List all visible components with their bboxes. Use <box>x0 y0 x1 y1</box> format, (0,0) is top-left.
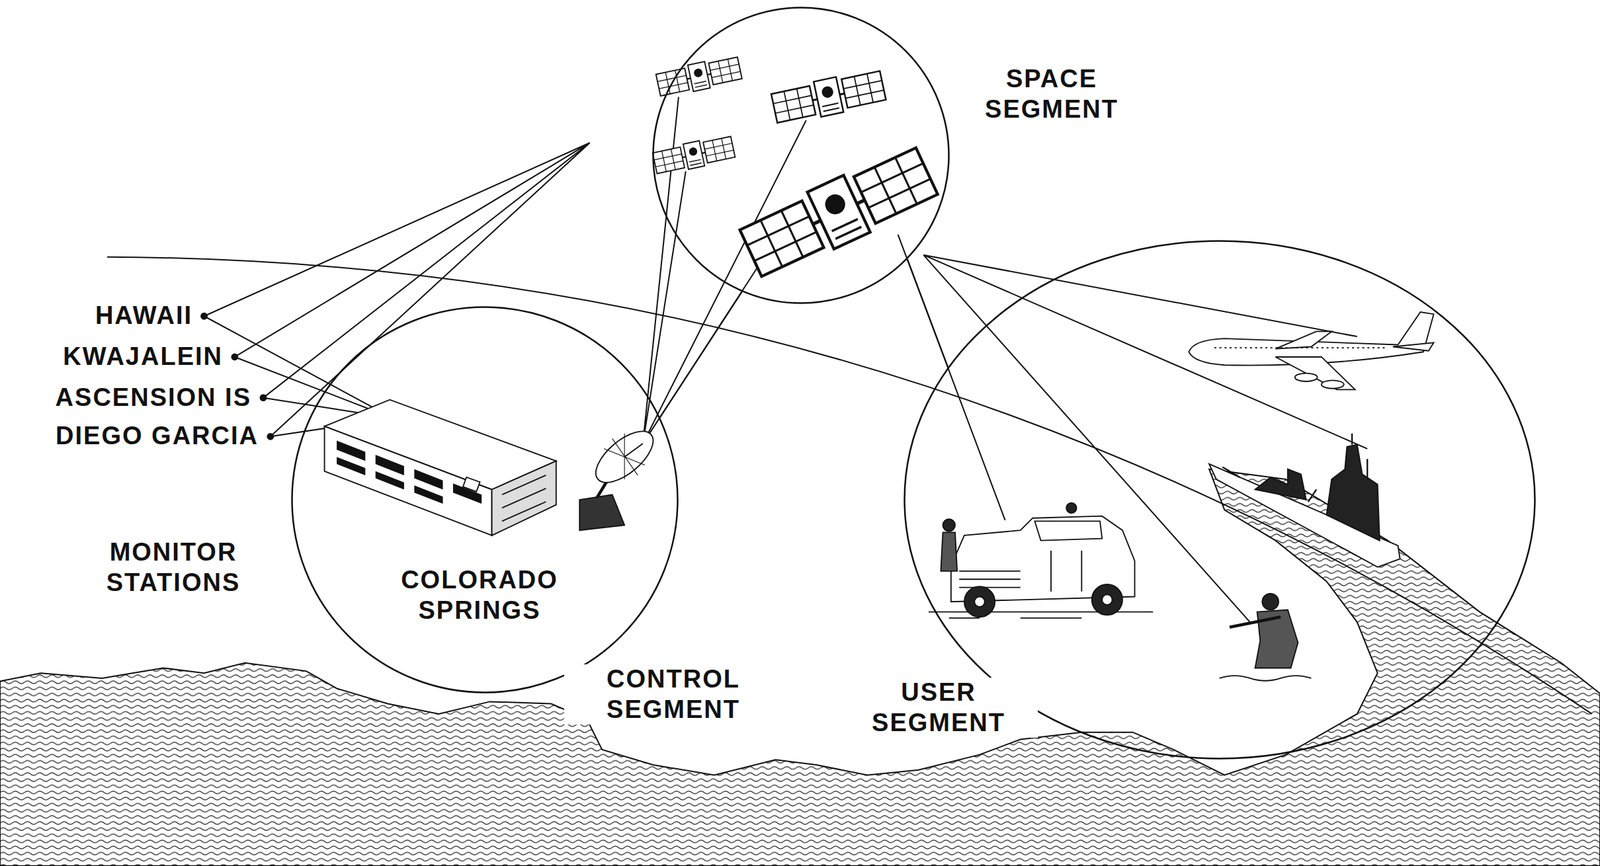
vehicle <box>928 503 1153 619</box>
aircraft <box>1188 312 1434 390</box>
aircraft <box>1275 357 1355 390</box>
station-name: HAWAII <box>92 300 196 332</box>
label-slot: KWAJALEIN <box>6 341 226 373</box>
aircraft <box>1392 342 1434 351</box>
vehicle <box>928 612 1153 619</box>
segment-heading: SPACE SEGMENT <box>952 64 1151 125</box>
text-slot: USER SEGMENT <box>839 677 1038 739</box>
vehicle <box>959 550 1082 592</box>
control-building <box>324 400 557 536</box>
soldier <box>1262 593 1279 611</box>
vehicle <box>942 519 956 532</box>
label-slot: MONITOR STATIONS <box>87 537 260 598</box>
text-slot: CONTROL SEGMENT <box>564 664 783 725</box>
signal-link <box>660 292 743 419</box>
illustration <box>0 54 1600 866</box>
aircraft <box>1321 380 1345 389</box>
vehicle <box>940 532 958 572</box>
satellites <box>770 68 887 127</box>
control-building <box>502 475 546 522</box>
ground-antenna <box>603 433 645 480</box>
ground-antenna <box>579 494 625 531</box>
segment-outline <box>652 6 950 305</box>
uplink-lines <box>642 97 807 445</box>
vehicle <box>1092 584 1123 616</box>
label-slot: ASCENSION IS <box>6 382 254 414</box>
ship <box>1255 469 1307 501</box>
control-segment-circle: COLORADO SPRINGSCONTROL SEGMENT <box>291 306 679 694</box>
label-slot: HAWAII <box>6 300 196 332</box>
control-building <box>492 461 557 536</box>
ground-antenna <box>587 422 662 493</box>
soldier <box>1219 593 1312 682</box>
site-name: COLORADO SPRINGS <box>373 565 586 626</box>
aircraft <box>1214 347 1388 349</box>
vehicle <box>1066 503 1077 514</box>
uplink-lines <box>642 97 807 445</box>
downlink-lines <box>898 234 1368 623</box>
vehicle <box>1101 594 1112 605</box>
ship <box>1222 433 1368 503</box>
ship <box>1326 445 1380 542</box>
control-building <box>336 440 482 505</box>
station-name: ASCENSION IS <box>52 382 254 414</box>
text-slot: SPACE SEGMENT <box>952 64 1151 125</box>
satellites <box>655 54 743 99</box>
satellites <box>652 54 940 282</box>
monitor-links <box>204 142 590 437</box>
control-building <box>463 477 481 493</box>
vehicle <box>1034 521 1102 541</box>
monitor-links <box>204 142 590 437</box>
station-name: DIEGO GARCIA <box>52 421 262 452</box>
station-dots <box>259 394 268 402</box>
soldier <box>1229 617 1281 628</box>
user-segment-circle: USER SEGMENT <box>903 240 1536 760</box>
text-slot: COLORADO SPRINGS <box>373 565 586 626</box>
station-dots <box>200 312 208 321</box>
satellites <box>652 134 736 176</box>
segment-outline <box>292 307 678 694</box>
aircraft <box>1275 331 1332 349</box>
vehicle <box>964 586 995 618</box>
segment-outline <box>291 306 679 694</box>
segment-outline <box>653 7 950 304</box>
ground-antenna <box>579 422 662 532</box>
control-building <box>324 426 493 536</box>
signal-link <box>907 259 948 368</box>
vehicle <box>974 596 985 607</box>
ship <box>1209 433 1400 568</box>
ground-antenna <box>624 443 643 458</box>
downlink-lines <box>898 234 1368 623</box>
label-slot: DIEGO GARCIA <box>6 421 262 452</box>
group-label: MONITOR STATIONS <box>87 537 260 598</box>
aircraft <box>1295 373 1318 382</box>
station-dots <box>230 353 239 362</box>
soldier <box>1219 675 1312 682</box>
horizon-arc <box>107 257 1593 715</box>
station-dots <box>266 433 274 441</box>
satellites <box>737 142 940 282</box>
segment-heading: USER SEGMENT <box>839 677 1038 739</box>
space-segment-circle: SPACE SEGMENT <box>652 6 950 305</box>
station-name: KWAJALEIN <box>60 341 226 373</box>
segment-heading: CONTROL SEGMENT <box>564 664 783 725</box>
